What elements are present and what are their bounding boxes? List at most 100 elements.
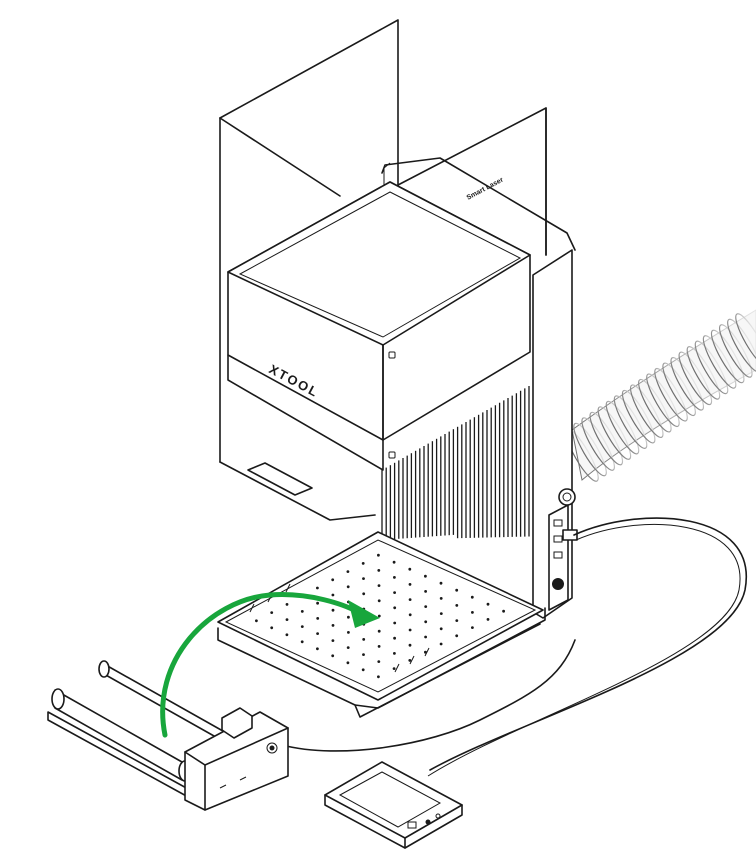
panel-hole bbox=[377, 675, 380, 679]
panel-hole bbox=[424, 635, 427, 639]
button-3-icon[interactable] bbox=[553, 551, 563, 559]
panel-hole bbox=[393, 576, 396, 579]
hose-ring bbox=[735, 313, 756, 367]
panel-hole bbox=[300, 625, 304, 628]
panel-hole bbox=[377, 553, 380, 557]
button-1-icon[interactable] bbox=[553, 519, 563, 527]
panel-hole bbox=[362, 592, 366, 596]
panel-hole bbox=[316, 647, 319, 651]
panel-hole bbox=[362, 638, 366, 641]
panel-hole bbox=[424, 605, 428, 608]
panel-hole bbox=[424, 620, 428, 624]
panel-hole bbox=[331, 624, 335, 627]
placement-arrow bbox=[160, 592, 380, 738]
cable-connector-icon bbox=[562, 529, 578, 541]
panel-hole bbox=[346, 661, 350, 665]
hose-ring bbox=[589, 411, 624, 466]
hose-ring bbox=[654, 367, 688, 422]
panel-hole bbox=[316, 632, 319, 635]
panel-hole bbox=[377, 614, 381, 618]
panel-hole bbox=[471, 626, 474, 629]
panel-hole bbox=[439, 642, 443, 646]
hose-ring bbox=[662, 362, 696, 417]
panel-hole bbox=[300, 640, 304, 644]
panel-hole bbox=[331, 608, 335, 612]
panel-hole bbox=[471, 611, 474, 614]
acrylic-shield-front bbox=[219, 107, 576, 521]
hose-ring bbox=[573, 422, 607, 477]
panel-hole bbox=[408, 628, 412, 632]
hose-ring bbox=[719, 324, 753, 378]
panel-hole bbox=[424, 574, 427, 578]
panel-hole bbox=[393, 621, 397, 625]
front-indicator-lower bbox=[388, 451, 396, 459]
panel-hole bbox=[455, 588, 459, 592]
panel-hole bbox=[331, 639, 335, 642]
panel-hole bbox=[408, 613, 412, 617]
panel-hole bbox=[362, 577, 365, 580]
panel-hole bbox=[255, 619, 258, 623]
side-control-panel bbox=[548, 488, 578, 611]
panel-hole bbox=[346, 570, 350, 573]
panel-hole bbox=[486, 618, 490, 621]
panel-hole bbox=[408, 659, 412, 662]
panel-hole bbox=[377, 660, 381, 663]
panel-hole bbox=[393, 606, 397, 610]
hose-ring bbox=[686, 346, 721, 400]
hose-ring bbox=[597, 406, 632, 460]
hose-ring bbox=[638, 378, 672, 433]
panel-hole bbox=[393, 636, 396, 640]
panel-hole bbox=[361, 562, 365, 565]
panel-hole bbox=[331, 654, 335, 658]
laser-cutter: XTOOL Smart Laser bbox=[227, 176, 531, 471]
hose-ring bbox=[605, 400, 640, 455]
hose-ring bbox=[629, 384, 664, 439]
power-knob-icon[interactable] bbox=[558, 488, 576, 506]
panel-hole bbox=[285, 633, 289, 637]
panel-hole bbox=[285, 618, 289, 621]
panel-hole bbox=[424, 590, 427, 593]
panel-hole bbox=[362, 653, 365, 656]
exhaust-hose bbox=[565, 309, 756, 482]
panel-hole bbox=[502, 609, 505, 613]
hose-ring bbox=[613, 395, 648, 449]
hose-ring bbox=[646, 373, 680, 428]
panel-hole bbox=[331, 593, 335, 597]
rotary-port-icon bbox=[266, 742, 278, 754]
panel-hole bbox=[408, 583, 412, 586]
start-button-icon[interactable] bbox=[552, 578, 564, 590]
panel-hole bbox=[316, 617, 320, 620]
panel-hole bbox=[331, 578, 335, 582]
hose-ring bbox=[678, 351, 713, 406]
hose-ring bbox=[727, 318, 756, 373]
panel-hole bbox=[377, 569, 381, 572]
controller-button-icon[interactable] bbox=[425, 819, 431, 825]
rotary-attachment bbox=[47, 660, 289, 811]
panel-hole bbox=[377, 599, 381, 603]
panel-hole bbox=[439, 581, 443, 585]
riser-fins bbox=[381, 386, 530, 540]
hose-ring bbox=[581, 417, 615, 471]
panel-hole bbox=[470, 595, 474, 599]
panel-hole bbox=[316, 586, 319, 590]
panel-hole bbox=[377, 629, 381, 633]
panel-hole bbox=[439, 612, 443, 615]
lid-label: Smart Laser bbox=[466, 176, 505, 201]
panel-hole bbox=[439, 627, 443, 631]
panel-hole bbox=[316, 601, 319, 605]
panel-hole bbox=[455, 604, 459, 607]
panel-hole bbox=[408, 567, 412, 571]
panel-hole bbox=[270, 626, 274, 630]
button-2-icon[interactable] bbox=[553, 535, 563, 543]
handheld-controller[interactable] bbox=[324, 761, 463, 849]
hose-ring bbox=[702, 335, 737, 389]
panel-hole bbox=[270, 611, 274, 614]
rotary-cable bbox=[281, 639, 576, 752]
panel-hole bbox=[455, 619, 459, 622]
panel-hole bbox=[347, 615, 350, 619]
panel-hole bbox=[486, 602, 490, 606]
panel-hole bbox=[455, 634, 459, 638]
panel-hole bbox=[408, 643, 412, 647]
